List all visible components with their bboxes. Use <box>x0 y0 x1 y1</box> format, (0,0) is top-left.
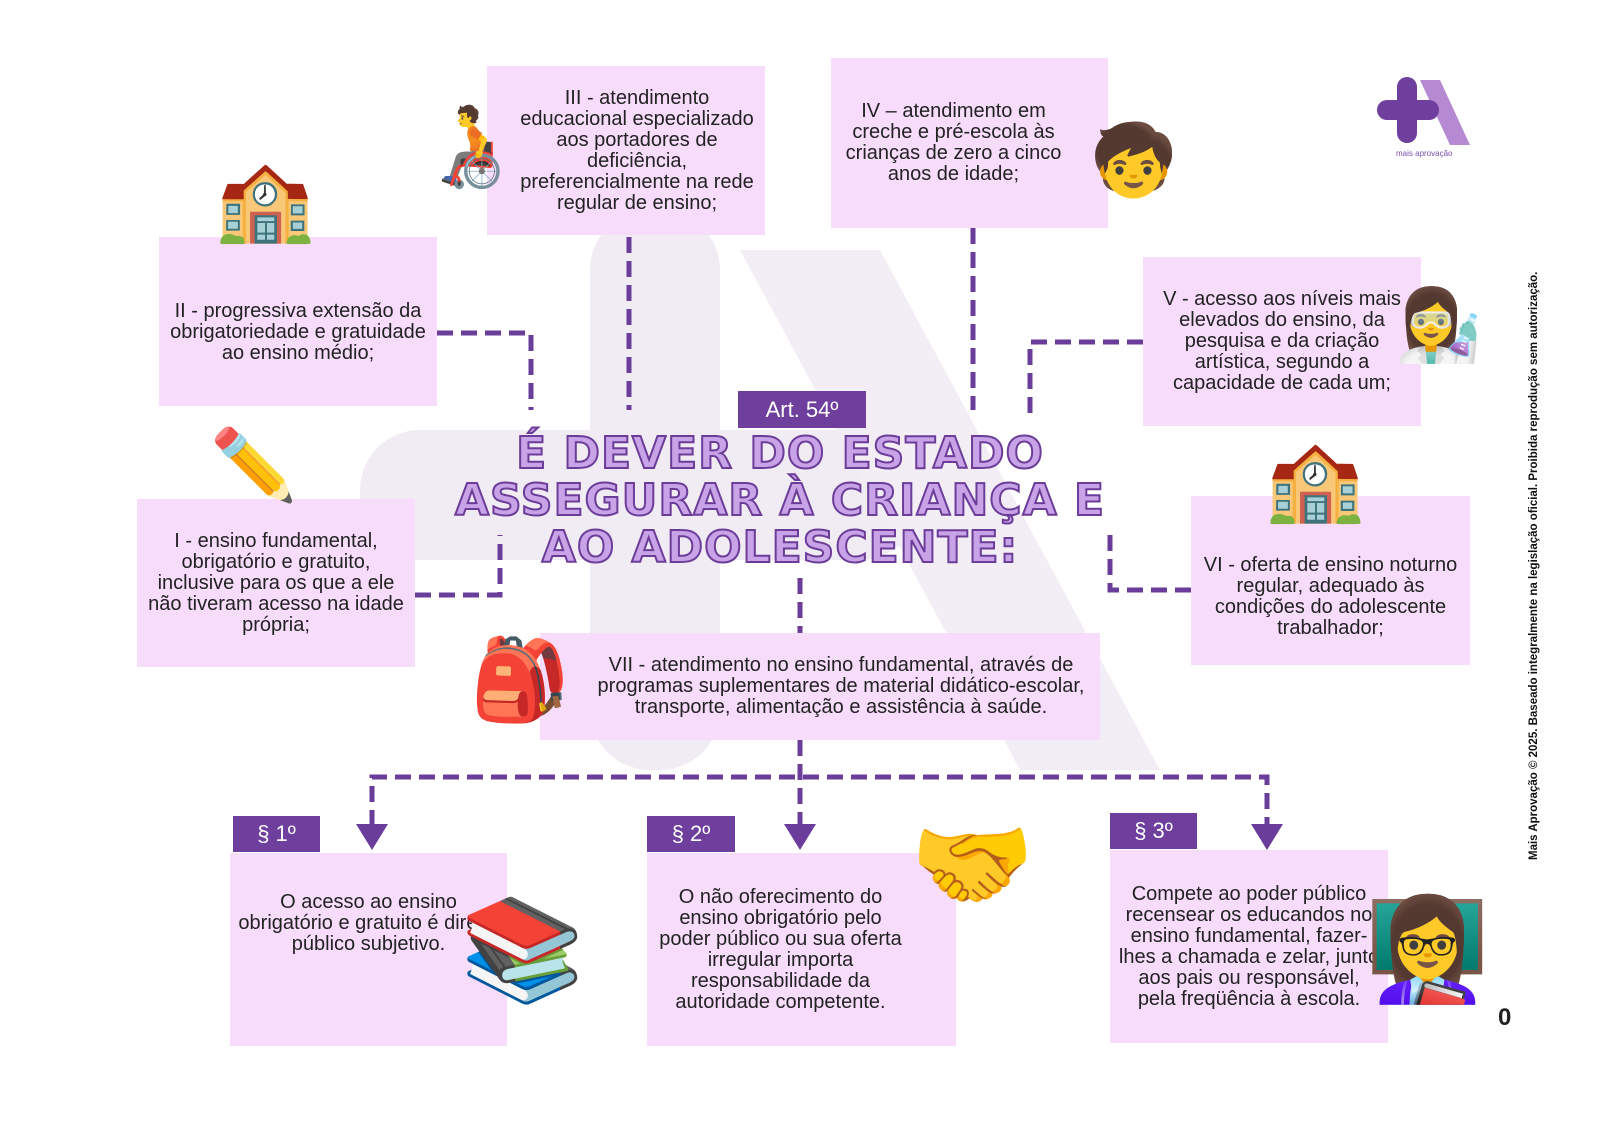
night-school-illustration: 🏫 <box>1265 435 1365 524</box>
justice-handshake-illustration: 🤝 <box>910 809 1035 921</box>
teacher-illustration: 👩‍🏫 <box>1365 894 1490 1006</box>
children-playing-illustration: 🧒 <box>1090 121 1178 199</box>
item-iii-box: III - atendimento educacional especializ… <box>487 66 765 235</box>
wheelchair-student-illustration: 🧑‍🦽 <box>420 100 520 189</box>
logo-text: mais aprovação <box>1396 149 1453 158</box>
school-illustration: 🏫 <box>215 155 315 244</box>
item-v-box: V - acesso aos níveis mais elevados do e… <box>1143 257 1421 426</box>
paragraph-2-box: O não oferecimento do ensino obrigatório… <box>647 853 956 1046</box>
paragraph-1-box: O acesso ao ensino obrigatório e gratuit… <box>230 853 507 1046</box>
backpack-illustration: 🎒 <box>470 635 570 724</box>
item-vii-box: VII - atendimento no ensino fundamental,… <box>540 633 1100 740</box>
paragraph-3-box: Compete ao poder público recensear os ed… <box>1110 850 1388 1043</box>
paragraph-2-label: § 2º <box>647 816 735 852</box>
page-number: 0 <box>1498 1004 1512 1031</box>
item-ii-box: II - progressiva extensão da obrigatorie… <box>159 237 437 406</box>
paragraph-1-label: § 1º <box>233 816 320 852</box>
books-climbing-illustration: 📚 <box>460 894 585 1006</box>
girl-scientist-illustration: 👩‍🔬 <box>1395 286 1483 364</box>
item-iv-box: IV – atendimento em creche e pré-escola … <box>831 58 1108 228</box>
brand-logo <box>1375 75 1475 165</box>
item-i-box: I - ensino fundamental, obrigatório e gr… <box>137 499 415 667</box>
kids-on-pencil-illustration: ✏️ <box>210 426 298 504</box>
item-vi-box: VI - oferta de ensino noturno regular, a… <box>1191 496 1470 665</box>
main-title: É DEVER DO ESTADO ASSEGURAR À CRIANÇA E … <box>454 428 1105 573</box>
article-label: Art. 54º <box>738 391 866 428</box>
copyright-notice: Mais Aprovação © 2025. Baseado integralm… <box>1528 271 1540 860</box>
paragraph-3-label: § 3º <box>1110 813 1197 849</box>
